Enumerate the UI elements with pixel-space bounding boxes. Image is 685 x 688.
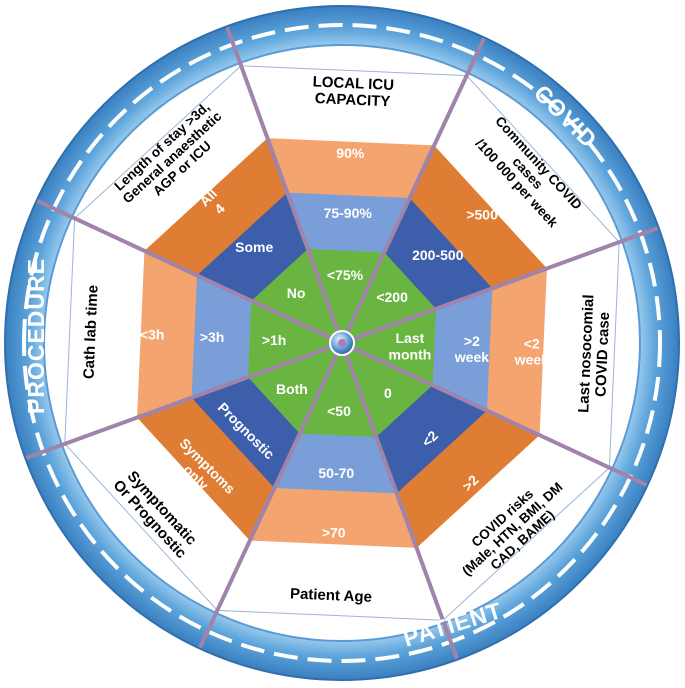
spoke-7 [37, 200, 343, 344]
community-band-0-label: >500 [466, 207, 498, 223]
cathlab-outer-label: Cath lab time [80, 285, 101, 380]
icu-band-2-label: <75% [327, 267, 364, 283]
cathlab-band-0-line-0: <3h [140, 327, 165, 343]
spoke-lines [25, 26, 659, 660]
age-band-0-label: >70 [322, 525, 346, 541]
spoke-1 [341, 38, 485, 344]
community-band-1-label: 200-500 [412, 247, 464, 263]
risks-band-2 [342, 343, 433, 437]
community-band-2-label: <200 [376, 289, 408, 305]
icu-outer-line-1: CAPACITY [314, 90, 390, 110]
age-outer-label: Patient Age [290, 585, 373, 606]
nosocomial-outer-line-0: Last nosocomial [575, 294, 597, 413]
ring-label-procedure: PROCEDURE [23, 258, 49, 414]
icu-outer-label: LOCAL ICUCAPACITY [312, 73, 395, 110]
age-band-0-line-0: >70 [322, 525, 346, 541]
nosocomial-band-2-line-0: Last [396, 330, 425, 346]
stay-band-2-line-0: No [287, 285, 306, 301]
age-band-1-line-0: 50-70 [318, 465, 354, 481]
cathlab-band-1-line-0: >3h [200, 329, 225, 345]
nosocomial-band-0-line-1: week [514, 352, 549, 368]
center-hub-dot [338, 339, 346, 347]
ring-dashed-line-top [22, 23, 662, 344]
cathlab-band-2 [248, 300, 342, 378]
age-band-2 [299, 343, 377, 437]
cathlab-outer-line-0: Cath lab time [80, 285, 101, 380]
spoke-6 [25, 342, 343, 459]
nosocomial-band-1-line-1: week [454, 349, 489, 365]
cathlab-band-1-label: >3h [200, 329, 225, 345]
risks-band-2-label: 0 [384, 385, 392, 401]
risks-band-2-line-0: 0 [384, 385, 392, 401]
nosocomial-band-1-line-0: >2 [464, 333, 480, 349]
icu-band-1-line-0: 75-90% [324, 205, 373, 221]
stay-band-1-label: Some [235, 239, 273, 255]
stay-band-2 [251, 249, 342, 343]
stay-band-1-line-0: Some [235, 239, 273, 255]
community-band-1-line-0: 200-500 [412, 247, 464, 263]
spoke-0 [226, 26, 343, 344]
nosocomial-outer-label: Last nosocomialCOVID case [575, 294, 614, 414]
icu-band-2-line-0: <75% [327, 267, 364, 283]
nosocomial-band-2-line-1: month [389, 346, 432, 362]
icu-band-0-label: 90% [336, 145, 365, 161]
community-band-2-line-0: <200 [376, 289, 408, 305]
age-band-1-label: 50-70 [318, 465, 354, 481]
icu-outer-line-0: LOCAL ICU [312, 73, 394, 94]
cathlab-band-0-label: <3h [140, 327, 165, 343]
spoke-4 [341, 342, 458, 660]
age-band-2-label: <50 [327, 403, 351, 419]
symptoms-band-2 [248, 343, 342, 434]
community-band-0-line-0: >500 [466, 207, 498, 223]
cathlab-band-2-line-0: >1h [262, 332, 287, 348]
nosocomial-band-2 [342, 308, 436, 386]
age-outer-line-0: Patient Age [290, 585, 373, 606]
nosocomial-outer-line-1: COVID case [592, 312, 613, 398]
ring-dashed-line-bottom [22, 342, 662, 663]
symptoms-band-2-label: Both [276, 381, 308, 397]
cathlab-band-2-label: >1h [262, 332, 287, 348]
segment-zones [63, 64, 621, 622]
icu-band-1-label: 75-90% [324, 205, 373, 221]
community-band-2 [342, 252, 436, 343]
symptoms-band-2-line-0: Both [276, 381, 308, 397]
spoke-5 [199, 342, 343, 648]
stay-band-2-label: No [287, 285, 306, 301]
nosocomial-band-0-line-0: <2 [524, 336, 540, 352]
spoke-3 [341, 342, 647, 486]
age-band-2-line-0: <50 [327, 403, 351, 419]
spoke-2 [341, 227, 659, 344]
icu-band-2 [307, 249, 385, 343]
icu-band-0-line-0: 90% [336, 145, 365, 161]
